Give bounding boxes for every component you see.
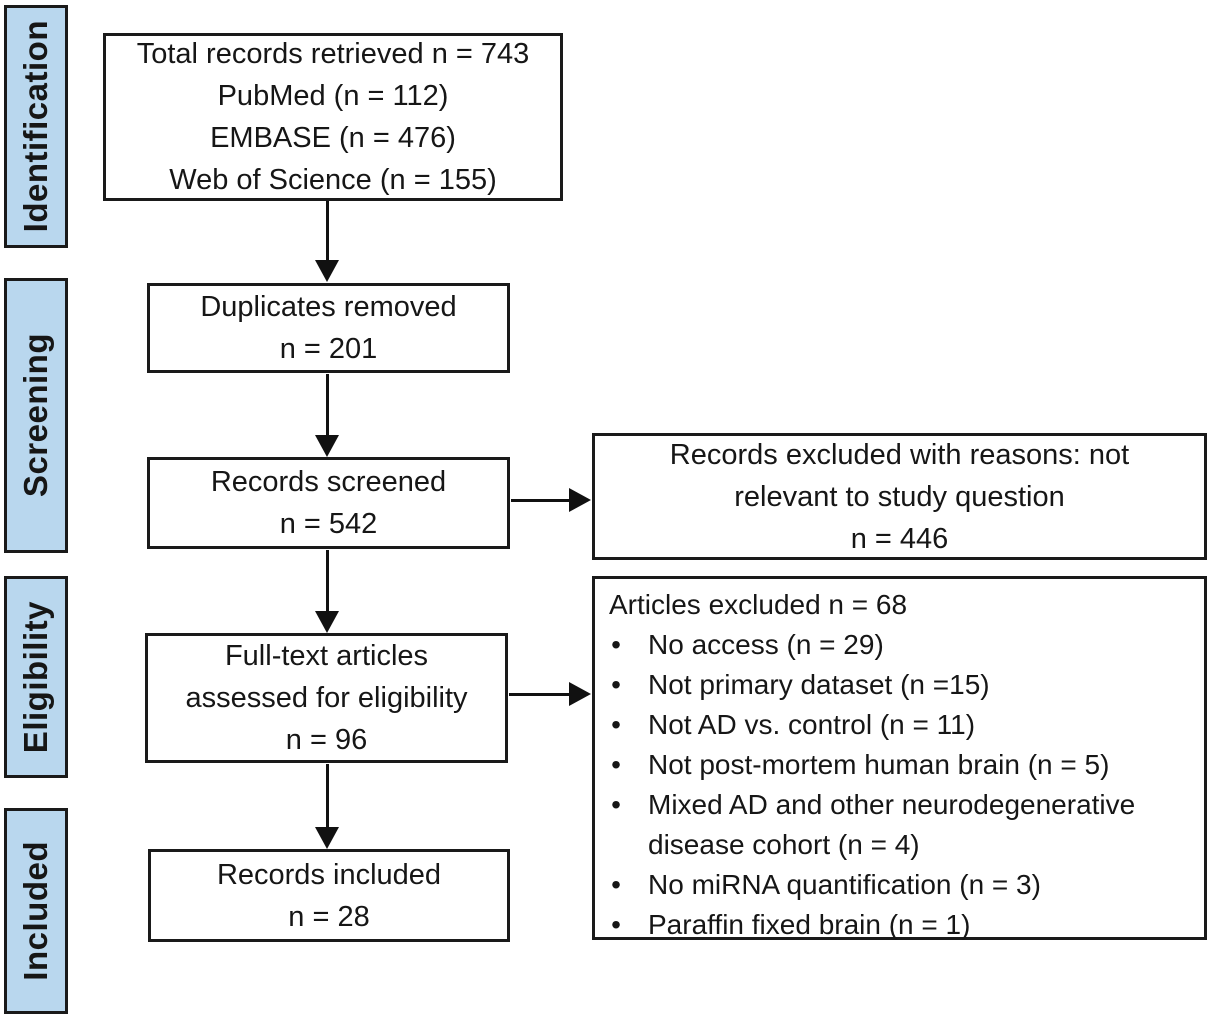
arrow-right-fulltext-to-excluded xyxy=(509,682,591,706)
stage-label: Screening xyxy=(17,333,54,498)
arrow-right-screened-to-excluded xyxy=(511,488,591,512)
arrow-down-icon xyxy=(315,435,339,457)
box-duplicates-removed: Duplicates removed n = 201 xyxy=(147,283,510,373)
box-line: PubMed (n = 112) xyxy=(217,80,449,112)
arrow-shaft xyxy=(511,498,571,502)
arrow-shaft xyxy=(325,374,329,437)
exclusion-reason-item: • Mixed AD and other neurodegenerative d… xyxy=(607,785,1196,865)
arrow-down-screened-to-fulltext xyxy=(315,550,339,633)
box-line: n = 446 xyxy=(850,522,949,555)
box-line: Records screened xyxy=(210,466,447,498)
arrow-down-icon xyxy=(315,827,339,849)
arrow-shaft xyxy=(325,550,329,613)
stage-identification: Identification xyxy=(4,5,68,248)
stage-screening: Screening xyxy=(4,278,68,553)
exclusion-reason-text: Not primary dataset (n =15) xyxy=(648,669,990,700)
box-line: n = 542 xyxy=(279,508,378,540)
arrow-down-retrieved-to-duplicates xyxy=(315,201,339,282)
box-line: Full-text articles xyxy=(224,640,429,672)
arrow-down-fulltext-to-included xyxy=(315,764,339,849)
box-records-screened: Records screened n = 542 xyxy=(147,457,510,549)
box-line: Records included xyxy=(216,858,442,891)
bullet-icon: • xyxy=(611,749,621,780)
exclusion-reason-text: Not AD vs. control (n = 11) xyxy=(648,709,976,740)
stage-label: Included xyxy=(17,841,54,981)
box-records-included: Records included n = 28 xyxy=(148,849,510,942)
bullet-icon: • xyxy=(611,909,621,940)
box-records-excluded: Records excluded with reasons: not relev… xyxy=(592,433,1207,560)
stage-label: Identification xyxy=(17,20,54,233)
box-line: n = 28 xyxy=(288,900,370,933)
bullet-icon: • xyxy=(611,869,621,900)
arrow-shaft xyxy=(325,201,329,262)
arrow-down-icon xyxy=(315,611,339,633)
exclusion-reason-text: Paraffin fixed brain (n = 1) xyxy=(648,909,971,940)
box-line: n = 96 xyxy=(285,724,368,756)
arrow-down-duplicates-to-screened xyxy=(315,374,339,457)
arrow-right-icon xyxy=(569,488,591,512)
box-fulltext-assessed: Full-text articles assessed for eligibil… xyxy=(145,633,508,763)
bullet-icon: • xyxy=(611,709,621,740)
arrow-down-icon xyxy=(315,260,339,282)
bullet-icon: • xyxy=(611,669,621,700)
exclusion-reason-text: Mixed AD and other neurodegenerative dis… xyxy=(648,789,1136,860)
articles-excluded-title: Articles excluded n = 68 xyxy=(609,589,908,620)
box-total-records-retrieved: Total records retrieved n = 743 PubMed (… xyxy=(103,33,563,201)
stage-eligibility: Eligibility xyxy=(4,576,68,778)
bullet-icon: • xyxy=(611,629,621,660)
exclusion-reason-item: • No access (n = 29) xyxy=(607,625,1196,665)
arrow-shaft xyxy=(509,692,571,696)
exclusion-reason-text: No access (n = 29) xyxy=(648,629,884,660)
box-line: Total records retrieved n = 743 xyxy=(136,38,530,70)
box-articles-excluded: Articles excluded n = 68 • No access (n … xyxy=(592,576,1207,940)
stage-label: Eligibility xyxy=(17,600,54,754)
exclusion-reason-item: • Not AD vs. control (n = 11) xyxy=(607,705,1196,745)
exclusion-reason-item: • No miRNA quantification (n = 3) xyxy=(607,865,1196,905)
stage-included: Included xyxy=(4,808,68,1014)
box-line: assessed for eligibility xyxy=(185,682,468,714)
box-line: Duplicates removed xyxy=(200,291,457,323)
arrow-right-icon xyxy=(569,682,591,706)
arrow-shaft xyxy=(325,764,329,829)
box-line: EMBASE (n = 476) xyxy=(210,122,456,154)
exclusion-reason-item: • Paraffin fixed brain (n = 1) xyxy=(607,905,1196,945)
box-line: n = 201 xyxy=(279,333,378,365)
exclusion-reason-text: Not post-mortem human brain (n = 5) xyxy=(648,749,1110,780)
exclusion-reason-item: • Not post-mortem human brain (n = 5) xyxy=(607,745,1196,785)
box-line: Web of Science (n = 155) xyxy=(169,164,497,196)
bullet-icon: • xyxy=(611,789,621,820)
exclusion-reason-text: No miRNA quantification (n = 3) xyxy=(648,869,1041,900)
box-line: Records excluded with reasons: not xyxy=(669,438,1130,471)
exclusion-reason-item: • Not primary dataset (n =15) xyxy=(607,665,1196,705)
box-line: relevant to study question xyxy=(734,480,1065,513)
